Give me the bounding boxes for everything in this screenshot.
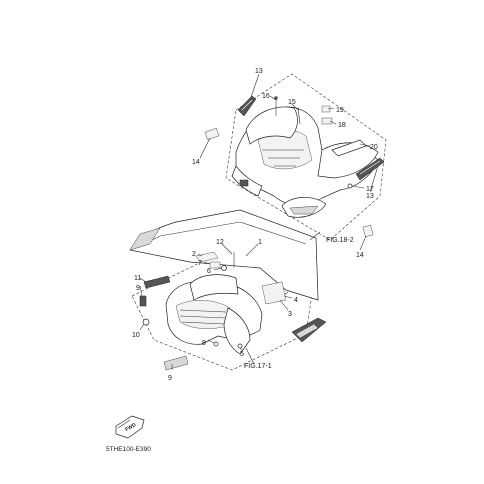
- fwd-arrow-icon: FWD: [115, 415, 145, 439]
- callout-10: 10: [132, 332, 140, 339]
- callout-12: 12: [216, 239, 224, 246]
- callout-11: 11: [134, 275, 141, 282]
- callout-7: 7: [198, 260, 202, 267]
- callout-9-lower: 9: [168, 375, 172, 382]
- fwd-label: FWD: [124, 422, 137, 433]
- callout-19: 19: [336, 107, 344, 114]
- diagram-code: 5THE100-E390: [106, 446, 151, 453]
- callout-6: 6: [207, 268, 211, 275]
- rear-bolt-15[interactable]: [297, 107, 301, 125]
- callout-8: 8: [202, 340, 206, 347]
- callout-16: 16: [262, 93, 270, 100]
- callout-5: 5: [240, 351, 244, 358]
- front-grommet-10[interactable]: [142, 318, 150, 326]
- rear-group-boundary: [225, 73, 387, 241]
- front-grille: [175, 300, 231, 329]
- rear-clip-19[interactable]: [321, 105, 331, 113]
- callout-14-upper: 14: [192, 159, 200, 166]
- callout-15: 15: [288, 99, 296, 106]
- rear-fender-group: [204, 73, 387, 241]
- callout-20: 20: [370, 144, 378, 151]
- rear-label-14-right[interactable]: [362, 224, 374, 238]
- callout-numbers: 13 16 15 19 18 14 20 17 13 14 12 1 2 7 6…: [132, 68, 378, 382]
- leader-lines: [139, 73, 379, 370]
- front-screw-8[interactable]: [213, 341, 219, 347]
- front-screw-5[interactable]: [237, 343, 243, 349]
- rear-clip-18[interactable]: [321, 117, 333, 125]
- callout-2: 2: [192, 251, 196, 258]
- figref-18-2[interactable]: FIG.18-2: [326, 237, 354, 244]
- rear-fender-upper-shell: [245, 106, 298, 145]
- callout-4: 4: [294, 297, 298, 304]
- front-label-9-lower[interactable]: [163, 355, 189, 371]
- callout-9-upper: 9: [136, 285, 140, 292]
- callout-13-right: 13: [366, 193, 374, 200]
- callout-3: 3: [288, 311, 292, 318]
- callout-17: 17: [366, 186, 374, 193]
- rear-screw-17[interactable]: [347, 183, 353, 189]
- front-panel-3[interactable]: [261, 281, 287, 305]
- callout-13-upper: 13: [255, 68, 263, 75]
- rear-decal-13-upper[interactable]: [237, 95, 257, 117]
- front-hood-flap: [189, 274, 239, 301]
- callout-14-right: 14: [356, 252, 364, 259]
- rear-decal-13-right[interactable]: [355, 157, 385, 181]
- front-bracket-2[interactable]: [195, 251, 219, 263]
- front-fender-group: [129, 209, 327, 371]
- front-decal-11[interactable]: [143, 275, 171, 289]
- rear-fender-right-flare: [317, 142, 379, 179]
- front-clip-7[interactable]: [209, 261, 221, 269]
- rear-label-14-left[interactable]: [204, 127, 220, 141]
- front-collar-6[interactable]: [221, 265, 227, 271]
- callout-1: 1: [258, 239, 262, 246]
- front-nose-piece: [129, 227, 161, 251]
- callout-18: 18: [338, 122, 346, 129]
- figref-17-1[interactable]: FIG.17-1: [244, 363, 272, 370]
- front-inner-fender: [223, 307, 251, 355]
- rear-reflector-20[interactable]: [331, 139, 367, 157]
- front-clip-9-upper[interactable]: [139, 295, 147, 307]
